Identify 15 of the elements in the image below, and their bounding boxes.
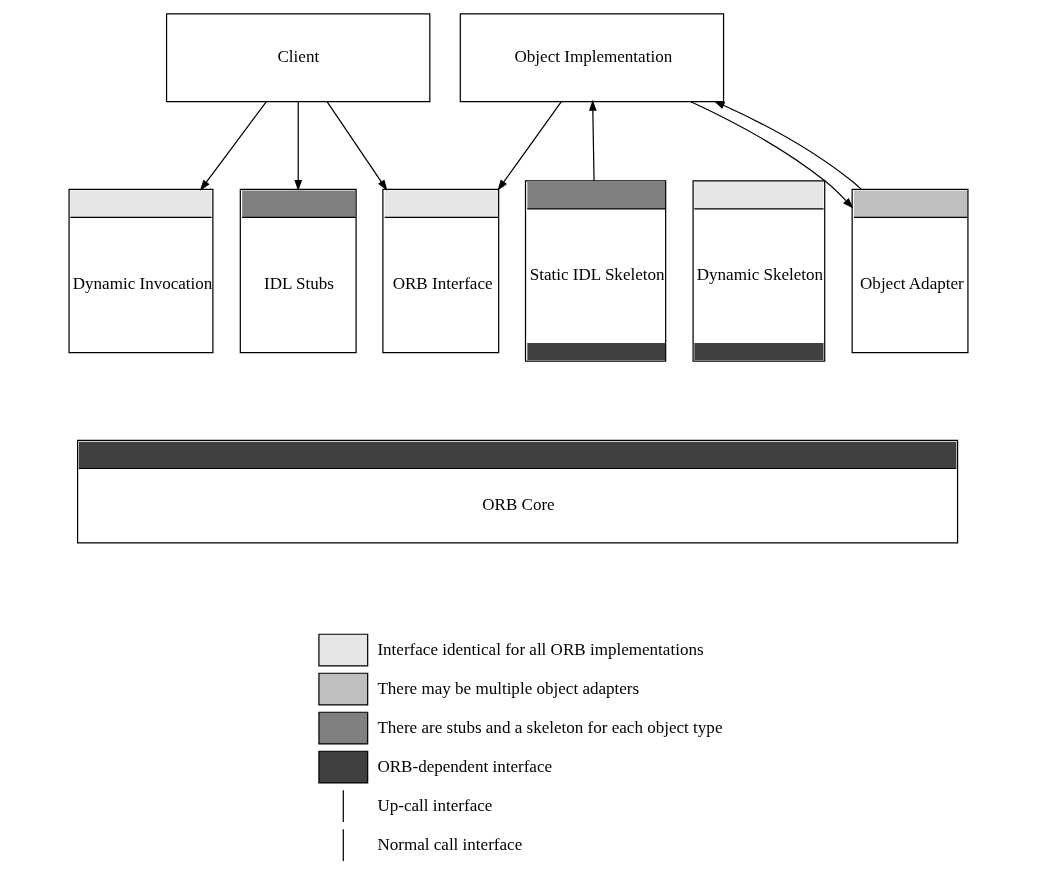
node-box: Object Implementation (459, 12, 725, 102)
arrow (497, 100, 562, 191)
legend-label: There may be multiple object adapters (377, 678, 640, 698)
legend-label: Up-call interface (377, 795, 493, 815)
arrow (589, 99, 597, 181)
legend-label: Normal call interface (377, 834, 523, 854)
node-box: Client (165, 12, 431, 102)
arrow (294, 100, 303, 191)
arrow (690, 100, 854, 209)
legend-label: There are stubs and a skeleton for each object type (377, 717, 723, 737)
legend-label: ORB-dependent interface (377, 756, 553, 776)
legend-label: Interface identical for all ORB implementations (377, 639, 704, 659)
arrow (713, 100, 862, 190)
arrow (199, 100, 267, 191)
arrow (326, 100, 388, 191)
